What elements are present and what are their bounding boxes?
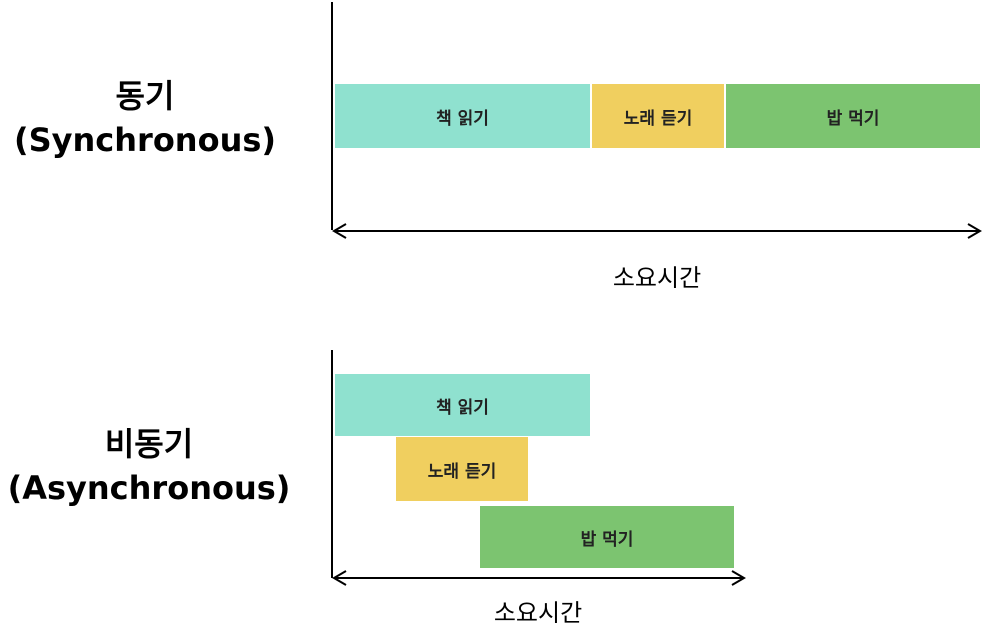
async-task-bar-music: 노래 듣기 (396, 437, 528, 501)
sync-task-label-eating: 밥 먹기 (826, 108, 880, 129)
async-vertical-axis (331, 350, 333, 578)
sync-task-bar-reading: 책 읽기 (335, 84, 590, 148)
sync-section-title: 동기 (Synchronous) (0, 74, 290, 162)
async-task-label-eating: 밥 먹기 (580, 529, 634, 550)
sync-task-bar-eating: 밥 먹기 (726, 84, 980, 148)
sync-title-english: (Synchronous) (13, 121, 277, 159)
sync-vertical-axis (331, 2, 333, 230)
async-task-label-reading: 책 읽기 (436, 397, 489, 418)
sync-task-label-music: 노래 듣기 (623, 108, 693, 129)
sync-axis-caption: 소요시간 (612, 264, 702, 292)
async-title-korean: 비동기 (104, 425, 194, 463)
sync-task-label-reading: 책 읽기 (436, 108, 489, 129)
async-task-bar-reading: 책 읽기 (335, 374, 590, 436)
async-task-bar-eating: 밥 먹기 (480, 506, 734, 568)
sync-title-korean: 동기 (115, 77, 175, 115)
async-section-title: 비동기 (Asynchronous) (4, 422, 294, 510)
async-title-english: (Asynchronous) (7, 469, 291, 507)
async-task-label-music: 노래 듣기 (427, 461, 497, 482)
async-axis-caption: 소요시간 (493, 599, 583, 627)
sync-task-bar-music: 노래 듣기 (592, 84, 724, 148)
